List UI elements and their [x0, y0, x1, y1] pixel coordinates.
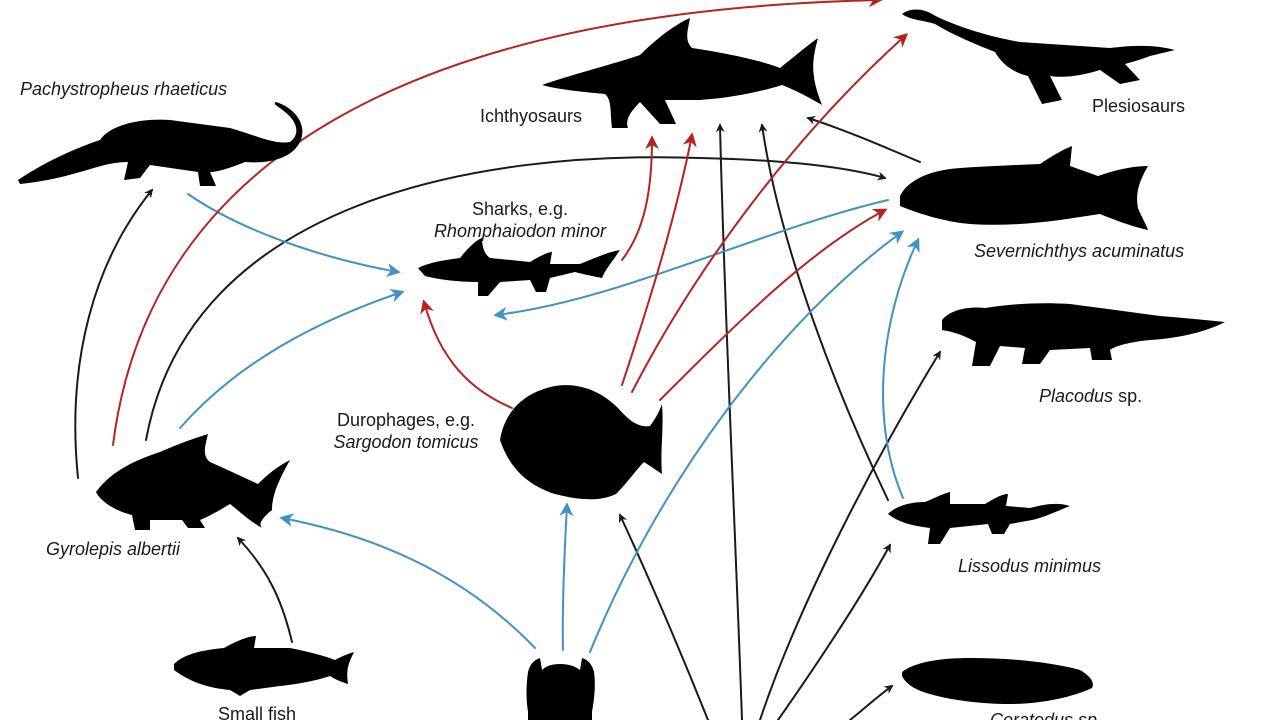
shark-silhouette — [418, 238, 620, 296]
label-gyrolepis: Gyrolepis albertii — [46, 539, 181, 559]
arrow-smallfish-to-gyrolepis — [236, 536, 293, 643]
crustacean-silhouette — [526, 658, 595, 720]
arrow-bottom-to-durophages — [618, 513, 709, 720]
gyrolepis-fish-silhouette — [96, 434, 290, 530]
label-ceratodus: Ceratodus sp. — [990, 710, 1103, 720]
severnichthys-silhouette — [900, 146, 1148, 230]
arrow-gyrolepis-to-sharks — [179, 288, 405, 429]
arrow-severnichthys-to-sharks — [493, 199, 889, 321]
label-placodus-name: Placodus — [1039, 386, 1114, 406]
label-placodus: Placodus sp. — [1039, 386, 1142, 408]
arrow-durophages-to-plesiosaurs — [631, 33, 909, 393]
pachystropheus-silhouette — [18, 102, 303, 186]
arrow-gyrolepis-to-plesiosaurs — [112, 0, 883, 446]
arrow-durophages-to-ichthyosaurs — [621, 132, 697, 386]
label-small-fish: Small fish — [218, 704, 297, 720]
label-sharks-line2: Rhomphaiodon minor — [433, 220, 607, 241]
arrow-pachystropheus-to-sharks — [187, 193, 401, 277]
arrow-bottom-to-placodus — [759, 350, 941, 720]
arrow-gyrolepis-to-severnichthys — [145, 156, 887, 441]
label-severnichthys: Severnichthys acuminatus — [974, 241, 1185, 261]
label-lissodus: Lissodus minimus — [958, 556, 1102, 576]
small-fish-silhouette — [174, 636, 354, 696]
label-plesiosaurs: Plesiosaurs — [1092, 96, 1186, 116]
arrow-lissodus-to-severnichthys — [882, 237, 920, 499]
durophage-fish-silhouette — [500, 385, 663, 500]
label-ichthyosaurs: Ichthyosaurs — [480, 106, 583, 126]
arrow-crustacean-to-severnichthys — [589, 230, 905, 653]
label-durophages-line2: Sargodon tomicus — [333, 431, 479, 452]
arrow-bottom-to-lissodus — [777, 543, 891, 720]
plesiosaur-silhouette — [902, 9, 1175, 104]
lungfish-silhouette — [902, 658, 1093, 704]
arrow-durophages-to-sharks — [420, 299, 513, 409]
label-pachystropheus: Pachystropheus rhaeticus — [20, 79, 228, 99]
label-sharks-line1: Sharks, e.g. — [471, 199, 569, 219]
label-durophages: Durophages, e.g. Sargodon tomicus — [306, 410, 506, 453]
lissodus-shark-silhouette — [888, 492, 1070, 544]
placodus-silhouette — [942, 303, 1225, 366]
arrow-sharks-to-ichthyosaurs — [621, 135, 659, 261]
arrow-bottom-to-ichthyosaurs — [715, 123, 743, 720]
arrow-crustacean-to-durophages — [559, 502, 574, 651]
arrow-bottom-to-ceratodus — [849, 684, 894, 720]
arrow-severnichthys-to-ichthyosaurs — [806, 115, 921, 163]
label-sharks: Sharks, e.g. Rhomphaiodon minor — [400, 199, 640, 242]
label-durophages-line1: Durophages, e.g. — [336, 410, 476, 430]
label-placodus-sp: sp. — [1113, 386, 1143, 406]
arrow-gyrolepis-to-pachystropheus — [74, 188, 154, 479]
arrow-durophages-to-severnichthys — [659, 208, 888, 401]
arrow-lissodus-to-ichthyosaurs — [758, 123, 889, 501]
ichthyosaur-silhouette — [542, 18, 822, 128]
arrow-crustacean-to-gyrolepis — [279, 513, 536, 649]
